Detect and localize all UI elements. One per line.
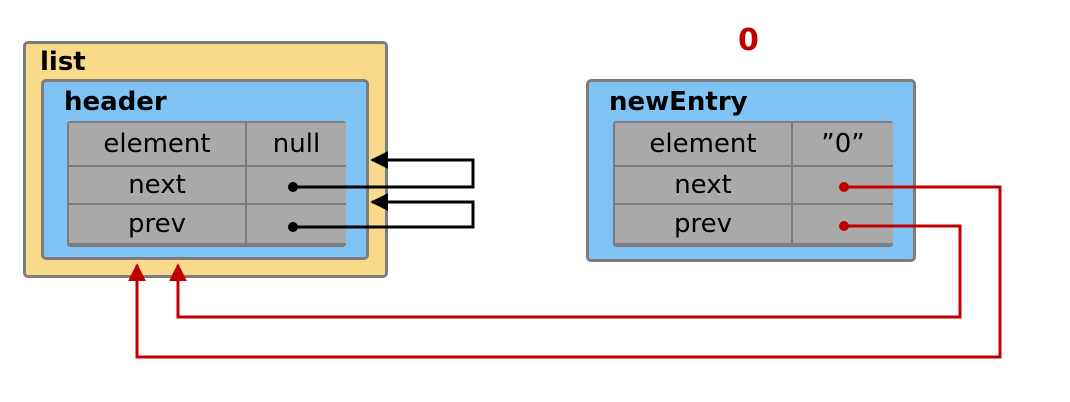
list-title: list xyxy=(40,47,86,77)
new-entry-field-name-element: element xyxy=(615,123,793,167)
header-field-value-element: null xyxy=(247,123,346,167)
new-entry-title: newEntry xyxy=(609,87,748,117)
header-title: header xyxy=(64,87,167,117)
header-field-name-prev: prev xyxy=(69,205,247,243)
index-label: 0 xyxy=(738,23,759,58)
new-entry-prev-pointer xyxy=(169,221,962,319)
header-next-pointer xyxy=(288,151,475,192)
new-entry-field-value-element: ”0” xyxy=(793,123,893,167)
new-entry-field-name-next: next xyxy=(615,167,793,205)
header-field-name-element: element xyxy=(69,123,247,167)
header-field-name-next: next xyxy=(69,167,247,205)
header-prev-pointer xyxy=(288,193,475,232)
header-node: header element null next prev xyxy=(41,79,369,260)
new-entry-field-name-prev: prev xyxy=(615,205,793,243)
new-entry-next-pointer xyxy=(128,182,1002,359)
header-fields-table: element null next prev xyxy=(67,121,346,247)
